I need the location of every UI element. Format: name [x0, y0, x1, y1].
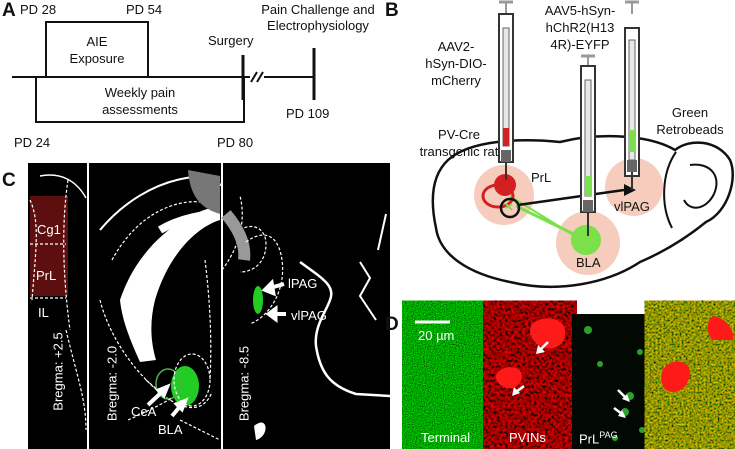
brainstem-outline — [299, 260, 390, 398]
pvins-label: PVINs — [509, 430, 546, 445]
prl-pag-sup: PAG — [599, 430, 618, 440]
label-pd54: PD 54 — [126, 2, 163, 17]
beads-line-1: Green — [671, 105, 709, 120]
pain-line-2: Electrophysiology — [267, 18, 369, 33]
lateral-ventricle — [188, 170, 220, 214]
cerebellum-mark — [254, 422, 266, 440]
projection-neuron — [499, 197, 521, 219]
panel-label-d: D — [385, 314, 399, 335]
label-pd109: PD 109 — [286, 106, 330, 121]
slice2-label-cea: CeA — [131, 404, 157, 419]
label-pd28: PD 28 — [20, 2, 57, 17]
aav5-line-3: 4R)-EYFP — [550, 37, 610, 52]
histology-sections — [28, 163, 390, 449]
axis-break-icon — [250, 71, 264, 83]
label-surgery: Surgery — [208, 33, 254, 48]
hippocampus-shape — [120, 206, 220, 362]
surgery-diagram — [431, 0, 734, 288]
slice2-label-bla: BLA — [158, 422, 183, 437]
syringe-aav5 — [580, 54, 596, 236]
image-prl-pag — [572, 314, 650, 449]
timeline-diagram — [12, 21, 316, 123]
pain-challenge-label: Pain Challenge and Electrophysiology — [255, 2, 381, 34]
aie-exposure-label: AIE Exposure — [46, 33, 148, 67]
aqueduct-outline — [239, 225, 267, 273]
aav5-line-2: hChR2(H13 — [545, 20, 615, 35]
slice1-label-prl: PrL — [36, 268, 57, 283]
slice1-label-cg1: Cg1 — [37, 222, 61, 237]
label-pd80: PD 80 — [217, 135, 254, 150]
beads-line-2: Retrobeads — [656, 122, 724, 137]
slice3-label-lpag: lPAG — [288, 276, 318, 291]
label-pd24: PD 24 — [14, 135, 51, 150]
region-label-prl: PrL — [531, 170, 552, 185]
pag-projection-line — [517, 188, 625, 207]
aie-line-2: Exposure — [69, 51, 125, 66]
syringe-aav2 — [498, 0, 514, 180]
slice3-label-vlpag: vlPAG — [291, 308, 327, 323]
prl-pag-base: PrL — [579, 431, 600, 447]
aav2-line-2: hSyn-DIO- — [425, 56, 487, 71]
pv-neuron-outline — [481, 183, 515, 209]
region-label-bla: BLA — [576, 255, 601, 270]
weekly-assessment-label: Weekly pain assessments — [36, 84, 244, 118]
rat-label: PV-Cre transgenic rat — [412, 126, 506, 160]
prl-pag-label: PrLPAG — [579, 430, 618, 446]
cerebellum-inner — [683, 163, 718, 209]
scale-bar-label: 20 µm — [418, 328, 455, 343]
region-label-vlpag: vlPAG — [614, 199, 650, 214]
pain-line-1: Pain Challenge and — [261, 2, 375, 17]
slice1-label-il: IL — [38, 305, 49, 320]
panel-label-a: A — [2, 0, 16, 21]
weekly-line-2: assessments — [102, 102, 178, 117]
vlpag-region — [605, 158, 663, 216]
panel-label-c: C — [2, 170, 16, 191]
terminal-label: Terminal — [421, 430, 471, 445]
pag-projection-arrowhead — [624, 184, 636, 196]
aav5-line-1: AAV5-hSyn- — [544, 3, 616, 18]
vlpag-label-green — [253, 286, 263, 314]
rat-line-2: transgenic rat — [419, 144, 499, 159]
rat-line-1: PV-Cre — [438, 127, 480, 142]
syringe-retrobeads — [624, 0, 640, 190]
aav2-line-3: mCherry — [431, 73, 481, 88]
weekly-line-1: Weekly pain — [104, 85, 176, 100]
panel-label-b: B — [385, 0, 399, 21]
aav5-label: AAV5-hSyn- hChR2(H13 4R)-EYFP — [540, 2, 620, 53]
cerebellum-fold — [663, 151, 677, 229]
aie-line-1: AIE — [86, 34, 108, 49]
aav2-label: AAV2- hSyn-DIO- mCherry — [416, 38, 496, 89]
aav2-line-1: AAV2- — [437, 39, 475, 54]
retrobeads-label: Green Retrobeads — [645, 104, 735, 138]
